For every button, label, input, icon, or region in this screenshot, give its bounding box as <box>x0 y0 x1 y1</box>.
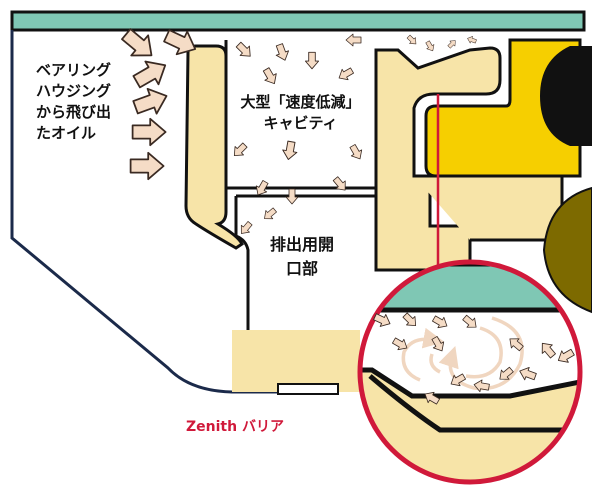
flow-arrow-icon <box>304 51 320 70</box>
opening-label-line-1: 排出用開 <box>269 235 334 254</box>
oil-label: ベアリング ハウジング から飛び出 たオイル <box>36 60 111 144</box>
gold-seal <box>424 38 582 178</box>
flow-arrow-icon <box>447 40 456 49</box>
housing-outline <box>10 30 300 394</box>
flow-arrow-icon <box>557 348 575 363</box>
opening-label-line-2: 口部 <box>285 259 318 278</box>
flow-arrow-icon <box>499 366 514 380</box>
flow-arrow-icon <box>121 28 153 57</box>
flow-arrow-icon <box>282 140 298 160</box>
flow-arrow-icon <box>473 379 490 393</box>
flow-arrow-icon <box>131 117 167 147</box>
magnifier-ring <box>357 259 583 485</box>
flow-arrow-icon <box>402 312 417 327</box>
flow-arrow-icon <box>432 315 448 329</box>
flow-arrow-icon <box>349 144 363 160</box>
flow-arrow-icon <box>406 34 417 45</box>
flow-arrow-icon <box>509 338 524 352</box>
top-teal-band <box>10 10 586 32</box>
right-sand-structure <box>374 46 502 272</box>
flow-arrow-icon <box>129 151 165 181</box>
oil-label-line-2: ハウジング <box>36 82 112 100</box>
flow-arrow-icon <box>235 41 251 57</box>
oil-flow-arrows <box>121 28 575 405</box>
oil-label-line-1: ベアリング <box>36 61 112 79</box>
oil-label-line-3: から飛び出 <box>36 103 112 121</box>
oil-label-line-4: たオイル <box>36 124 97 142</box>
flow-arrow-icon <box>519 366 537 381</box>
flow-arrow-icon <box>541 342 556 359</box>
barrier-label: Zenith バリア <box>186 419 284 435</box>
opening-label: 排出用開 口部 <box>262 233 342 281</box>
cavity-label-line-1: 大型「速度低減」 <box>240 93 361 111</box>
black-shaft <box>540 46 592 146</box>
flow-arrow-icon <box>163 29 197 56</box>
flow-arrow-icon <box>264 207 277 220</box>
flow-arrow-icon <box>332 176 346 191</box>
olive-bearing <box>542 186 592 314</box>
flow-arrow-icon <box>392 337 408 351</box>
flow-arrow-icon <box>275 43 290 61</box>
flow-arrow-icon <box>285 188 299 205</box>
flow-arrow-icon <box>450 373 466 387</box>
flow-arrow-icon <box>132 60 167 89</box>
cavity-label-line-2: キャビティ <box>263 114 338 132</box>
flow-arrow-icon <box>373 313 391 327</box>
flow-arrow-icon <box>467 36 477 44</box>
flow-arrow-icon <box>345 33 362 47</box>
opening-left-wall <box>234 196 250 330</box>
left-baffle <box>184 44 244 250</box>
flow-arrow-icon <box>425 40 435 52</box>
flow-arrow-icon <box>233 142 248 157</box>
base-sand <box>232 330 360 392</box>
magnified-view <box>360 262 580 482</box>
flow-arrow-icon <box>255 180 269 196</box>
flow-arrow-icon <box>132 87 168 115</box>
cavity-label: 大型「速度低減」 キャビティ <box>228 92 373 134</box>
flow-arrow-icon <box>431 336 445 352</box>
base-slot <box>277 383 339 395</box>
flow-arrow-icon <box>462 314 477 328</box>
flow-arrow-icon <box>424 391 440 405</box>
flow-arrow-icon <box>262 67 277 85</box>
flow-arrow-icon <box>338 67 354 81</box>
flow-arrow-icon <box>240 221 253 234</box>
